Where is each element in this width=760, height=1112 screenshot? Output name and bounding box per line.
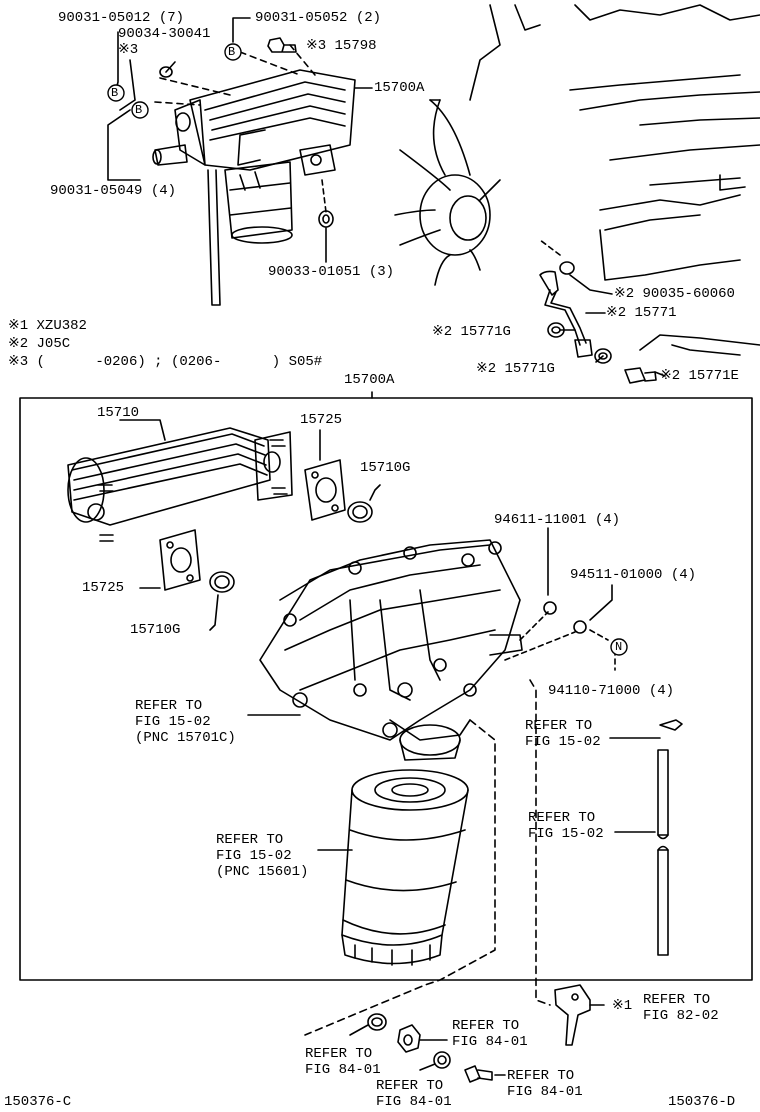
note-1-bottom: ※1 bbox=[612, 998, 633, 1014]
label-90034-30041: 90034-30041 bbox=[118, 26, 211, 42]
label-15700A-top: 15700A bbox=[374, 80, 425, 96]
bracket-bottom bbox=[554, 984, 605, 1046]
label-94611-11001: 94611-11001 (4) bbox=[494, 512, 621, 528]
label-90031-05012: 90031-05012 (7) bbox=[58, 10, 185, 26]
gasket-15725-left bbox=[159, 529, 201, 591]
label-15710: 15710 bbox=[97, 405, 140, 421]
oil-filter bbox=[341, 769, 469, 966]
footer-right-code: 150376-D bbox=[668, 1094, 736, 1110]
cooling-fan bbox=[394, 99, 501, 286]
badge-b-3 bbox=[224, 43, 242, 61]
refer-fig82-02: REFER TO FIG 82-02 bbox=[643, 992, 719, 1024]
refer-fig84-01-b: REFER TO FIG 84-01 bbox=[305, 1046, 381, 1078]
oil-cooler-housing bbox=[259, 539, 523, 761]
refer-15701C: REFER TO FIG 15-02 (PNC 15701C) bbox=[135, 698, 236, 746]
label-note3-top: ※3 bbox=[118, 42, 139, 58]
dipstick-guide bbox=[657, 719, 683, 956]
refer-fig15-02-b: REFER TO FIG 15-02 bbox=[528, 810, 604, 842]
refer-fig84-01-a: REFER TO FIG 84-01 bbox=[452, 1018, 528, 1050]
badge-n bbox=[610, 638, 628, 656]
detail-box bbox=[19, 397, 753, 981]
label-15771: ※2 15771 bbox=[606, 305, 677, 321]
oil-cooler-assembly-top bbox=[152, 69, 356, 306]
label-90033-01051: 90033-01051 (3) bbox=[268, 264, 395, 280]
badge-b-2 bbox=[131, 101, 149, 119]
refer-fig84-01-c: REFER TO FIG 84-01 bbox=[507, 1068, 583, 1100]
bolt-bottom bbox=[464, 1065, 493, 1083]
label-90031-05049: 90031-05049 (4) bbox=[50, 183, 177, 199]
label-15725-left: 15725 bbox=[82, 580, 125, 596]
engine-block-outline bbox=[469, 4, 760, 281]
gasket-15725-right bbox=[304, 459, 346, 521]
label-15710G-right: 15710G bbox=[360, 460, 411, 476]
label-15771G-1: ※2 15771G bbox=[432, 324, 511, 340]
badge-b-1 bbox=[107, 84, 125, 102]
refer-15601: REFER TO FIG 15-02 (PNC 15601) bbox=[216, 832, 309, 880]
label-15771G-2: ※2 15771G bbox=[476, 361, 555, 377]
box-title: 15700A bbox=[344, 372, 395, 388]
label-94110-71000: 94110-71000 (4) bbox=[548, 683, 675, 699]
oil-pipe-15771 bbox=[539, 261, 657, 384]
refer-fig84-01-d: REFER TO FIG 84-01 bbox=[376, 1078, 452, 1110]
label-15798: ※3 15798 bbox=[306, 38, 377, 54]
label-90035-60060: ※2 90035-60060 bbox=[614, 286, 735, 302]
label-94511-01000: 94511-01000 (4) bbox=[570, 567, 697, 583]
label-15771E: ※2 15771E bbox=[660, 368, 739, 384]
label-15710G-left: 15710G bbox=[130, 622, 181, 638]
note-3: ※3 ( -0206) ; (0206- ) S05# bbox=[8, 354, 323, 370]
note-2: ※2 J05C bbox=[8, 336, 71, 352]
refer-fig15-02-a: REFER TO FIG 15-02 bbox=[525, 718, 601, 750]
note-1: ※1 XZU382 bbox=[8, 318, 87, 334]
badge-b-label-1: B bbox=[111, 86, 119, 100]
cooler-element-15710 bbox=[67, 427, 293, 542]
label-90031-05052: 90031-05052 (2) bbox=[255, 10, 382, 26]
badge-b-label-3: B bbox=[228, 45, 236, 59]
footer-left-code: 150376-C bbox=[4, 1094, 72, 1110]
nut-bottom bbox=[397, 1024, 421, 1053]
badge-b-label-2: B bbox=[135, 103, 143, 117]
label-15725-right: 15725 bbox=[300, 412, 343, 428]
badge-n-label: N bbox=[615, 640, 623, 654]
